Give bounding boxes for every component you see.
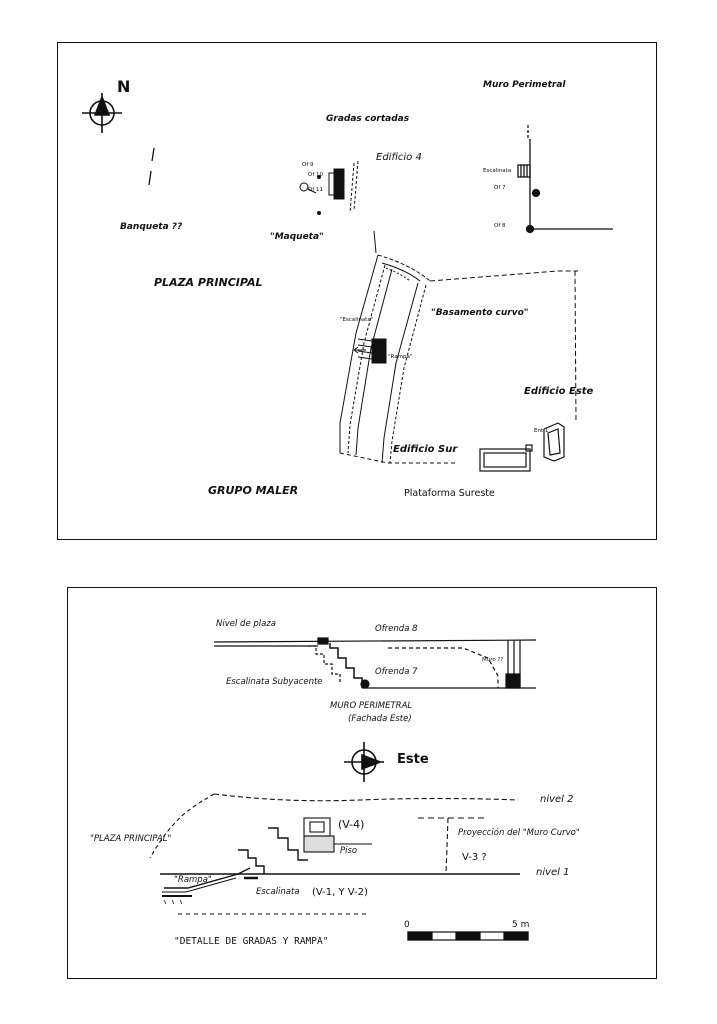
scale-max-label: 5 m <box>512 920 530 930</box>
ofrenda-7-label: Ofrenda 7 <box>375 667 418 677</box>
of7-label: Of 7 <box>494 185 506 191</box>
nivel-1-label: nivel 1 <box>536 867 570 878</box>
piso-label: Piso <box>340 846 358 856</box>
edificio-4-label: Edificio 4 <box>376 152 422 163</box>
basamento-curvo-label: "Basamento curvo" <box>431 308 529 318</box>
edificio-este-structure <box>525 422 565 462</box>
plaza-principal-label: PLAZA PRINCIPAL <box>154 276 263 289</box>
muro-perimetral-title: MURO PERIMETRAL <box>330 701 413 711</box>
east-arrow-icon <box>344 742 384 782</box>
v3-label: V-3 ? <box>462 852 487 863</box>
maqueta-label: "Maqueta" <box>270 232 324 242</box>
of9-label: Of 9 <box>302 162 314 168</box>
muro-perimetral-label: Muro Perimetral <box>483 80 566 90</box>
muro-perimetral-structure <box>517 125 613 234</box>
north-arrow-icon <box>82 93 122 133</box>
v1-v2-label: (V-1, Y V-2) <box>312 887 368 898</box>
escalinata-subyacente-label: Escalinata Subyacente <box>226 677 323 687</box>
rampa-label: "Rampa" <box>174 875 212 885</box>
fachada-este-label: (Fachada Este) <box>348 714 412 724</box>
gradas-cortadas-label: Gradas cortadas <box>326 114 410 124</box>
banqueta-label: Banqueta ?? <box>120 222 183 232</box>
nivel-2-label: nivel 2 <box>540 794 574 805</box>
v4-label: (V-4) <box>338 818 365 831</box>
ofrenda-8-label: Ofrenda 8 <box>375 624 418 634</box>
escalinata-small-label: Escalinata <box>483 168 512 174</box>
gradas-rampa-section <box>149 793 520 915</box>
muro-unknown-label: Muro ?? <box>482 657 504 663</box>
of8-label: Of 8 <box>494 223 506 229</box>
basamento-curvo-structure <box>339 230 578 464</box>
north-label: N <box>117 77 131 96</box>
edificio-sur-structure <box>479 448 531 472</box>
plataforma-sureste-label: Plataforma Sureste <box>404 488 495 499</box>
escalinata-label: Escalinata <box>256 887 300 897</box>
edificio-este-label: Edificio Este <box>524 386 594 397</box>
section-detail-panel: Nivel de plaza Ofrenda 8 Muro ?? Escalin… <box>67 587 657 979</box>
ent1-label: Ent 1 <box>534 428 549 434</box>
escalinata-note-label: "Escalinata" <box>340 317 374 323</box>
section-drawing <box>149 637 537 941</box>
of10-label: Of 10 <box>308 172 324 178</box>
plaza-principal-section-label: "PLAZA PRINCIPAL" <box>90 834 172 844</box>
east-label: Este <box>397 752 429 767</box>
rampa-note-label: "Rampa" <box>388 354 413 360</box>
proyeccion-label: Proyección del "Muro Curvo" <box>458 828 580 838</box>
detalle-title: "DETALLE DE GRADAS Y RAMPA" <box>174 936 329 947</box>
edificio-sur-label: Edificio Sur <box>393 444 458 455</box>
of11-label: Of 11 <box>308 187 324 193</box>
nivel-plaza-label: Nivel de plaza <box>216 619 277 629</box>
grupo-maler-label: GRUPO MALER <box>208 484 299 497</box>
muro-perimetral-section <box>213 637 537 689</box>
site-plan-panel: N Muro Perimetral Gradas cortadas Edific… <box>57 42 657 540</box>
scale-bar <box>407 931 529 941</box>
site-plan-drawing <box>82 93 613 472</box>
scale-zero-label: 0 <box>404 920 410 930</box>
banqueta-line <box>148 147 155 186</box>
maqueta-structure <box>299 160 359 215</box>
